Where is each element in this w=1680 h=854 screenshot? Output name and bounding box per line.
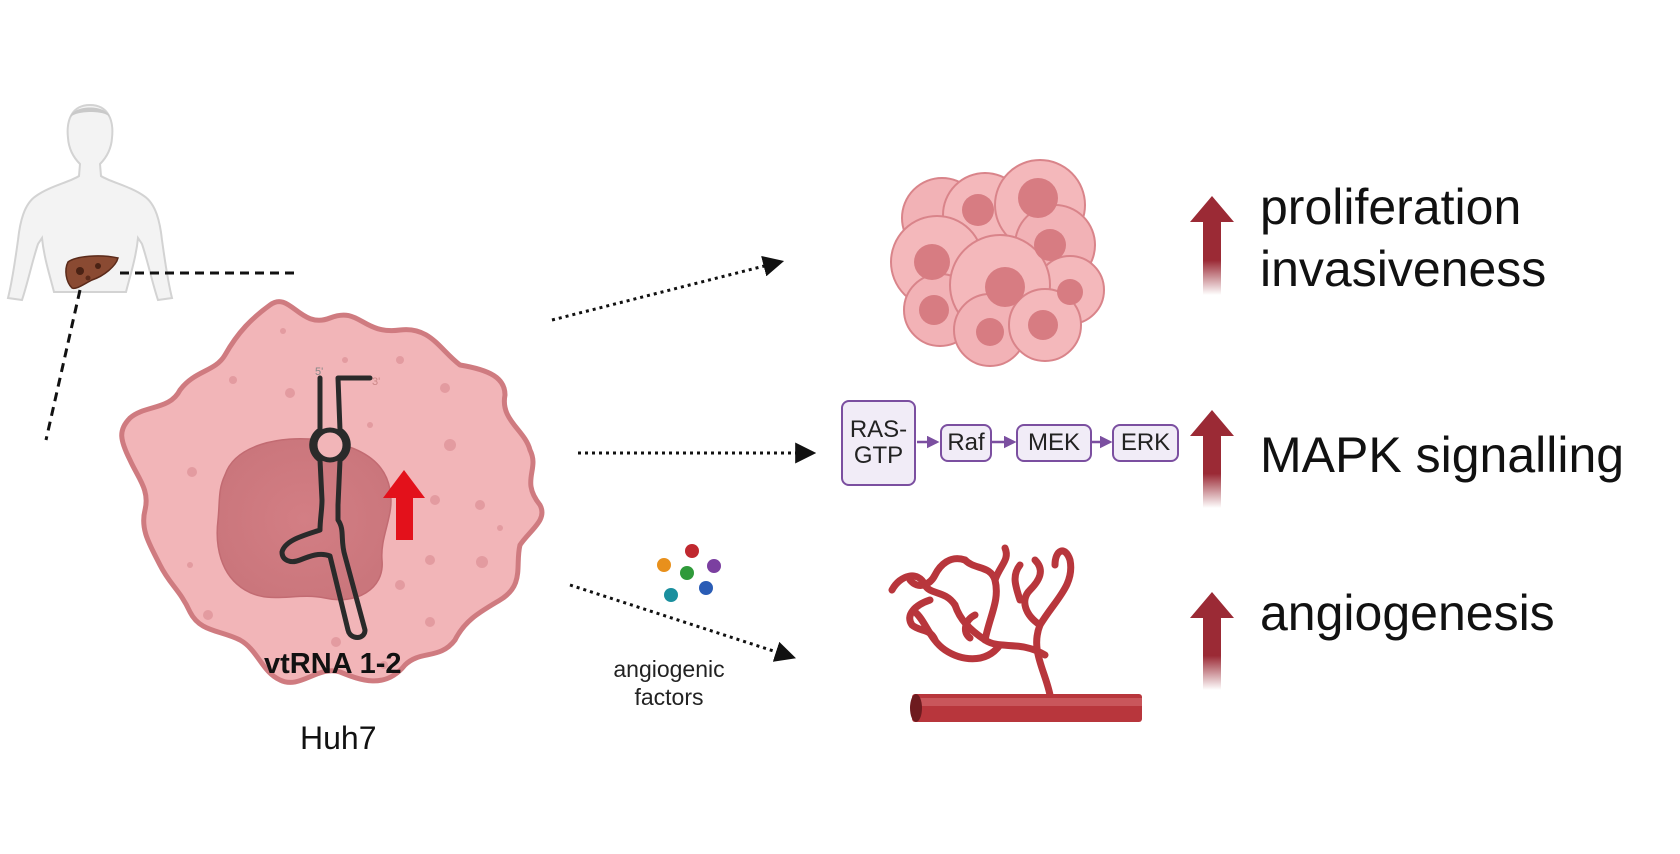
angiogenic-factor-molecules-icon <box>657 544 721 602</box>
arrow-to-angiogenesis <box>569 583 796 662</box>
increase-arrow-icon-mapk <box>1190 410 1234 508</box>
tumor-cell-cluster-icon <box>890 159 1105 367</box>
huh7-cell-icon: 5' 3' <box>119 299 545 685</box>
blood-vessel-sprouting-icon <box>888 544 1142 722</box>
angiogenic-factors-label: angiogenic factors <box>598 655 740 711</box>
mek-label: MEK <box>1027 429 1080 456</box>
pathway-node-mek: MEK <box>1016 424 1092 462</box>
invasiveness-text: invasiveness <box>1260 241 1547 297</box>
connector-dash-diagonal <box>44 289 82 441</box>
molecule-blue <box>699 581 713 595</box>
red-up-arrow-icon <box>383 470 425 540</box>
ras-gtp-line2: GTP <box>853 442 904 469</box>
angiogenic-factors-line2: factors <box>634 684 704 710</box>
erk-label: ERK <box>1120 429 1171 456</box>
molecule-green <box>680 566 694 580</box>
five-prime-label: 5' <box>315 366 323 378</box>
pathway-node-erk: ERK <box>1112 424 1179 462</box>
outcome-angiogenesis-label: angiogenesis <box>1260 585 1555 641</box>
molecule-orange <box>657 558 671 572</box>
molecule-teal <box>664 588 678 602</box>
angiogenic-factors-line1: angiogenic <box>613 656 725 682</box>
increase-arrow-icon-angiogenesis <box>1190 592 1234 690</box>
molecule-red <box>685 544 699 558</box>
outcome-proliferation-label: proliferation invasiveness <box>1260 176 1546 300</box>
human-body-icon <box>6 103 174 302</box>
outcome-mapk-label: MAPK signalling <box>1260 427 1625 483</box>
liver-icon <box>65 255 119 290</box>
raf-label: Raf <box>947 429 985 456</box>
cell-line-label: Huh7 <box>300 720 377 756</box>
three-prime-label: 3' <box>372 376 380 388</box>
pathway-node-ras-gtp: RAS-GTP <box>841 400 916 486</box>
vtrna-structure-icon <box>279 375 373 640</box>
proliferation-text: proliferation <box>1260 179 1522 235</box>
vtrna-label: vtRNA 1-2 <box>264 648 402 680</box>
ras-gtp-line1: RAS- <box>849 416 908 443</box>
arrow-to-proliferation <box>551 255 785 322</box>
pathway-node-raf: Raf <box>940 424 992 462</box>
molecule-purple <box>707 559 721 573</box>
increase-arrow-icon-proliferation <box>1190 196 1234 295</box>
